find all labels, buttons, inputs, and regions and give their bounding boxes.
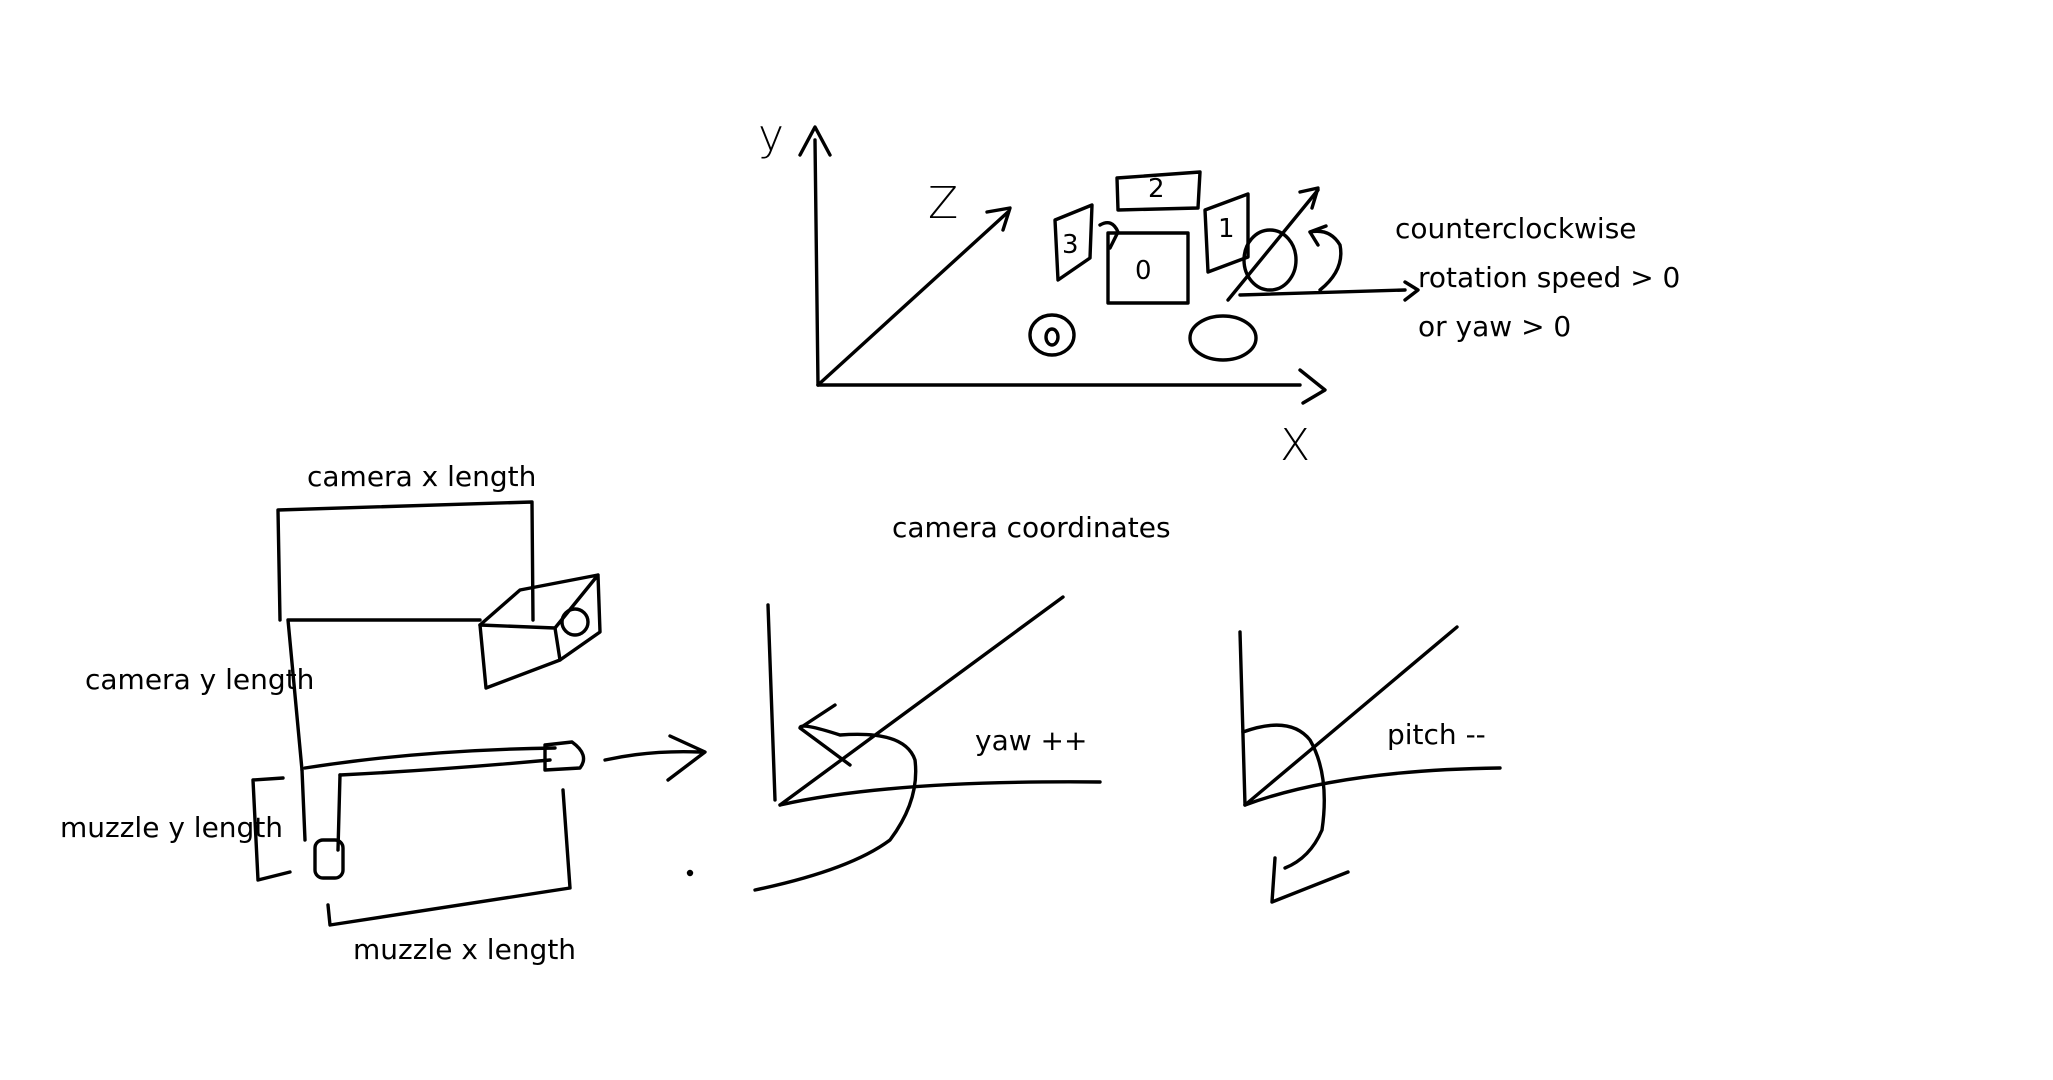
pitch-label: pitch -- (1387, 718, 1486, 751)
camera-y-length-label: camera y length (85, 663, 315, 696)
barrel-line-bottom (338, 758, 552, 777)
pitch-diagonal-axis (1243, 625, 1459, 807)
camera-body-top (478, 573, 602, 662)
box-two (1115, 170, 1202, 212)
rotation-note-line3: or yaw > 0 (1418, 310, 1572, 343)
muzzle-x-bracket (326, 788, 572, 927)
box-zero (1106, 231, 1190, 305)
camera-coordinates-title: camera coordinates (892, 511, 1171, 544)
rotation-curve-arrowhead (1308, 224, 1328, 247)
box-one-label: 1 (1218, 214, 1235, 244)
muzzle-y-length-label: muzzle y length (60, 811, 284, 844)
pitch-rotation-arrowhead (1270, 856, 1350, 904)
y-axis-label: y (758, 110, 785, 161)
z-axis-label: Z (928, 178, 959, 229)
z-axis-arrowhead (985, 206, 1012, 232)
camera-x-length-label: camera x length (307, 460, 537, 493)
camera-lens (560, 607, 590, 637)
muzzle-end-box (313, 838, 345, 880)
x-axis-label: X (1280, 420, 1311, 471)
coordinate-axes (798, 125, 1327, 405)
pitch-rotation-curve (1241, 723, 1326, 870)
transition-arrow (603, 734, 707, 782)
camera-y-bracket (286, 618, 482, 772)
camera-body (478, 623, 562, 690)
z-axis-line (816, 210, 1010, 387)
box-zero-label: 0 (1135, 256, 1152, 286)
pitch-horizontal-axis (1243, 766, 1502, 807)
wheel-right-bottom (1188, 314, 1258, 362)
y-axis-line (813, 138, 820, 387)
rotation-curve (1238, 229, 1420, 302)
yaw-vertical-axis (766, 603, 777, 802)
yaw-label: yaw ++ (975, 724, 1088, 757)
wheel-left-bottom (1028, 313, 1076, 357)
yaw-sketch (753, 595, 1102, 892)
muzzle-x-length-label: muzzle x length (353, 933, 577, 966)
box-three-label: 3 (1062, 230, 1079, 260)
box-two-label: 2 (1148, 174, 1165, 204)
scene-objects (1028, 170, 1420, 362)
wheel-left-bottom-inner (1044, 327, 1060, 347)
yaw-rotation-curve (753, 703, 918, 892)
camera-muzzle-sketch (251, 500, 707, 927)
rotation-note-line2: rotation speed > 0 (1418, 261, 1681, 294)
pitch-sketch (1238, 625, 1502, 904)
muzzle-y-bracket (251, 776, 292, 882)
pitch-vertical-axis (1238, 630, 1247, 807)
diagonal-arrowhead (1298, 186, 1320, 210)
box-one (1203, 192, 1250, 274)
rotation-note-line1: counterclockwise (1395, 212, 1637, 245)
box-three (1053, 203, 1094, 282)
yaw-diagonal-axis (778, 595, 1065, 807)
diagonal-arrow (1226, 188, 1320, 302)
stray-dot (686, 869, 694, 877)
barrel-line-top (303, 746, 557, 770)
barrel-vertical (300, 768, 342, 852)
wheel-right-top (1242, 228, 1298, 292)
x-axis-arrowhead (1298, 368, 1327, 405)
box-three-marker (1098, 221, 1120, 250)
muzzle-tip (543, 740, 586, 772)
y-axis-arrowhead (798, 125, 832, 157)
yaw-horizontal-axis (778, 780, 1102, 807)
camera-x-bracket (276, 500, 535, 622)
